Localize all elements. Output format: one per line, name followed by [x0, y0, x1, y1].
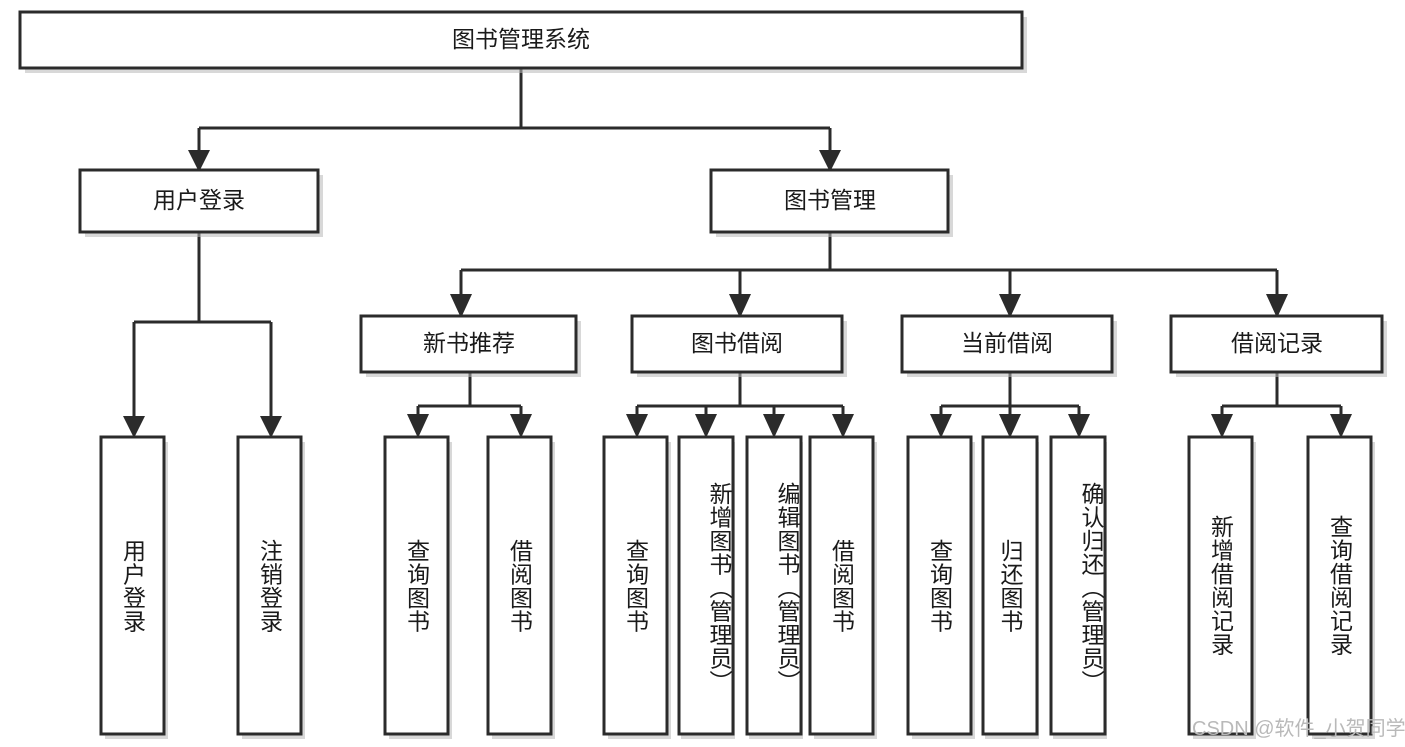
arrowhead-borrow-child-3: [763, 414, 785, 438]
leaf-box[interactable]: [1306, 435, 1373, 736]
node-user-login-label: 用户登录: [153, 187, 245, 213]
arrowhead-leaf-user-login: [123, 416, 145, 438]
node-record-box[interactable]: [1169, 314, 1384, 374]
node-current-box[interactable]: [900, 314, 1114, 374]
node-record-label: 借阅记录: [1231, 330, 1323, 356]
watermark-text: CSDN @软件_小贺同学: [1192, 718, 1405, 740]
leaf-box[interactable]: [1187, 435, 1254, 736]
leaf-box[interactable]: [745, 435, 803, 736]
leaf-box[interactable]: [99, 435, 166, 736]
arrowhead-borrow: [729, 294, 751, 318]
arrowhead-borrow-child-1: [626, 414, 648, 438]
node-user-login-box[interactable]: [78, 168, 320, 234]
leaf-box[interactable]: [383, 435, 450, 736]
leaf-box[interactable]: [808, 435, 875, 736]
leaf-box[interactable]: [981, 435, 1039, 736]
horizontal-label-layer: 图书管理系统 用户登录 图书管理 新书推荐 图书借阅 当前借阅 借阅记录: [153, 26, 1323, 356]
node-borrow-label: 图书借阅: [691, 330, 783, 356]
arrowhead-record: [1266, 294, 1288, 318]
arrowhead-book-manage: [819, 150, 841, 172]
node-recommend-box[interactable]: [359, 314, 578, 374]
leaf-box[interactable]: [602, 435, 669, 736]
arrowhead-current-child-2: [999, 414, 1021, 438]
leaf-box[interactable]: [486, 435, 553, 736]
leaf-box[interactable]: [1049, 435, 1107, 736]
arrowhead-current-child-3: [1068, 414, 1090, 438]
arrowhead-user-login: [188, 150, 210, 172]
node-recommend-label: 新书推荐: [423, 330, 515, 356]
arrowhead-current-child-1: [930, 414, 952, 438]
arrowhead-recommend-child-1: [407, 414, 429, 438]
arrowhead-borrow-child-2: [695, 414, 717, 438]
node-root-box[interactable]: [18, 10, 1024, 70]
arrowhead-leaf-logout: [260, 416, 282, 438]
leaf-box[interactable]: [677, 435, 735, 736]
leaf-box[interactable]: [236, 435, 303, 736]
node-book-manage-label: 图书管理: [784, 187, 876, 213]
arrowhead-layer: [123, 150, 1352, 438]
arrowhead-record-child-1: [1211, 414, 1233, 438]
arrowhead-borrow-child-4: [832, 414, 854, 438]
arrowhead-recommend: [450, 294, 472, 318]
node-borrow-box[interactable]: [630, 314, 844, 374]
node-root-label: 图书管理系统: [452, 26, 590, 52]
node-current-label: 当前借阅: [961, 330, 1053, 356]
arrowhead-recommend-child-2: [510, 414, 532, 438]
leaf-box[interactable]: [906, 435, 973, 736]
node-book-manage-box[interactable]: [709, 168, 950, 234]
box-layer: [18, 10, 1384, 736]
arrowhead-record-child-2: [1330, 414, 1352, 438]
arrowhead-current: [999, 294, 1021, 318]
